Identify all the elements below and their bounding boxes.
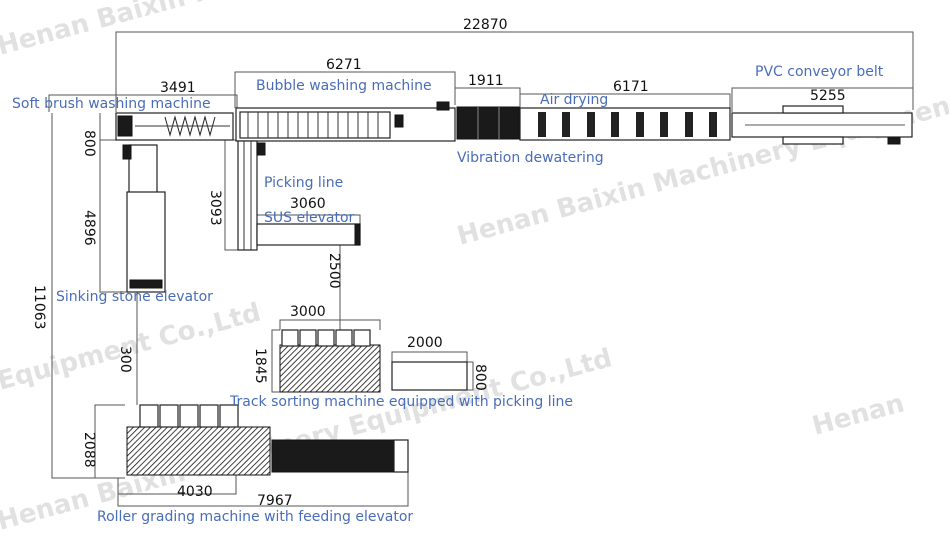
label-pvc-belt: PVC conveyor belt [755, 64, 884, 80]
label-track-sorting: Track sorting machine equipped with pick… [229, 394, 573, 410]
label-soft-brush: Soft brush washing machine [12, 96, 211, 112]
label-bubble-washer: Bubble washing machine [256, 78, 432, 94]
track-sorting-machine [279, 329, 468, 393]
svg-text:Henan Baixin Machinery Equipme: Henan Baixin Machinery Equipment Co.,Ltd [0, 0, 615, 62]
dim-gap: 300 [117, 346, 133, 373]
sinking-stone-elevator [122, 144, 166, 293]
label-roller-grading: Roller grading machine with feeding elev… [97, 509, 413, 525]
dim-roller-total-length: 7967 [257, 493, 293, 509]
dim-box-length: 2000 [407, 335, 443, 351]
dim-sinking-elevator-length: 4896 [81, 210, 97, 246]
dim-soft-brush-length: 3491 [160, 80, 196, 96]
label-sinking-elevator: Sinking stone elevator [56, 289, 213, 305]
dim-soft-brush-width: 800 [81, 130, 97, 157]
dim-picking-line-length: 3093 [207, 190, 223, 226]
air-drying-machine [519, 107, 731, 141]
dim-total-length: 22870 [463, 17, 508, 33]
soft-brush-washing-machine [115, 112, 234, 141]
picking-line [237, 140, 266, 251]
dim-sus-elevator-length: 3060 [290, 196, 326, 212]
bubble-washing-machine [235, 101, 456, 142]
dim-track-sorting-width: 1845 [252, 348, 268, 384]
dim-bubble-washer-length: 6271 [326, 57, 362, 73]
label-picking-line: Picking line [264, 175, 343, 191]
dim-pvc-length: 5255 [810, 88, 846, 104]
label-sus-elevator: SUS elevator [264, 210, 355, 226]
dim-sus-offset: 2500 [326, 253, 342, 289]
dim-box-width: 800 [472, 364, 488, 391]
dim-track-sorting-length: 3000 [290, 304, 326, 320]
label-air-drying: Air drying [540, 92, 608, 108]
label-vibration: Vibration dewatering [457, 150, 604, 166]
dim-roller-length: 4030 [177, 484, 213, 500]
roller-grading-machine [126, 404, 409, 476]
vibration-dewatering-machine [456, 106, 520, 140]
svg-text:Henan: Henan [809, 388, 908, 441]
dim-vibration-length: 1911 [468, 73, 504, 89]
pvc-conveyor-belt [731, 105, 913, 145]
dim-air-drying-length: 6171 [613, 79, 649, 95]
sus-elevator [256, 223, 361, 246]
dim-roller-width: 2088 [81, 432, 97, 468]
dim-total-height: 11063 [31, 285, 47, 330]
